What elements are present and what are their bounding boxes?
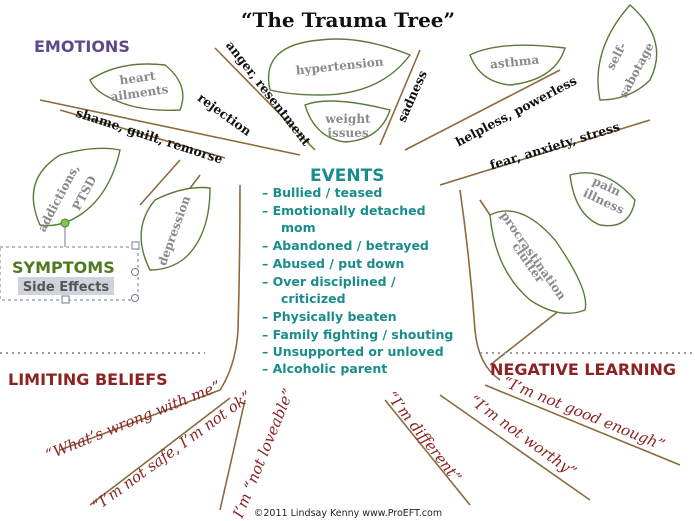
category-negative-learning: NEGATIVE LEARNING <box>490 360 676 379</box>
event-item-1-cont: mom <box>281 220 316 235</box>
event-item-4-cont: criticized <box>281 291 346 306</box>
event-item-0: – Bullied / teased <box>262 185 382 200</box>
diagram-title: “The Trauma Tree” <box>241 8 455 32</box>
event-item-5: – Physically beaten <box>262 309 397 324</box>
branch-line-anger <box>214 47 316 151</box>
leaf-procrastination <box>489 210 587 314</box>
leaf-self-sabotage <box>597 4 658 101</box>
branch-fear-label: fear, anxiety, stress <box>488 119 622 173</box>
branch-sadness-label: sadness <box>394 68 430 124</box>
branch-line-sadness <box>379 49 421 146</box>
root-wrong <box>59 389 221 451</box>
twig-addictions <box>139 159 181 206</box>
belief-whats-wrong: “What’s wrong with me” <box>43 377 223 464</box>
event-item-7: – Unsupported or unloved <box>262 344 444 359</box>
leaf-heart-ailments <box>89 63 184 111</box>
event-item-6: – Family fighting / shouting <box>262 327 453 342</box>
resize-handle-bottom <box>61 295 70 304</box>
rotation-handle <box>60 218 70 228</box>
branch-line-shame <box>59 109 226 159</box>
credit-footer: ©2011 Lindsay Kenny www.ProEFT.com <box>254 508 442 519</box>
leaf-addictions <box>32 147 121 227</box>
root-not-worthy <box>439 394 591 501</box>
root-not-loveable <box>219 399 246 511</box>
side-effects-bg <box>18 277 114 295</box>
category-emotions: EMOTIONS <box>34 37 130 56</box>
category-symptoms: SYMPTOMS <box>12 258 115 277</box>
trunk-left <box>219 184 241 391</box>
root-not-good <box>484 384 681 466</box>
leaf-asthma-label: asthma <box>489 52 540 71</box>
event-item-2: – Abandoned / betrayed <box>262 238 429 253</box>
leaf-depression <box>140 186 211 271</box>
leaf-pain-illness <box>569 172 636 227</box>
leaves <box>32 4 658 314</box>
leaf-hypertension <box>268 38 412 96</box>
tree-trunk <box>39 47 681 511</box>
event-item-1: – Emotionally detached <box>262 203 426 218</box>
category-limiting-beliefs: LIMITING BELIEFS <box>8 370 168 389</box>
trunk-right <box>459 189 501 381</box>
symptoms-group[interactable]: SYMPTOMS Side Effects <box>0 218 140 304</box>
branch-line-helpless <box>404 69 561 151</box>
event-item-3: – Abused / put down <box>262 256 404 271</box>
leaf-heart-label-1: heart <box>119 69 157 88</box>
events-title: EVENTS <box>310 166 384 186</box>
leaf-asthma <box>469 44 566 86</box>
branch-line-rejection <box>39 99 301 156</box>
twig-pain <box>489 309 561 366</box>
side-effects-label: Side Effects <box>23 280 110 295</box>
root-not-safe <box>89 397 231 506</box>
event-item-8: – Alcoholic parent <box>262 361 387 376</box>
branch-rejection-label: rejection <box>195 90 254 139</box>
events-list: – Bullied / teased – Emotionally detache… <box>262 185 453 376</box>
leaf-weight-label-2: issues <box>327 126 368 140</box>
event-item-4: – Over disciplined / <box>262 274 396 289</box>
branch-line-fear <box>439 119 651 186</box>
resize-handle-right <box>131 268 139 276</box>
resize-handle-bottom-right <box>131 294 139 302</box>
root-different <box>384 399 471 506</box>
leaf-weight-label-1: weight <box>324 112 371 126</box>
belief-different: “I’m different” <box>383 388 465 486</box>
resize-handle-top-right <box>131 241 140 250</box>
leaf-weight-issues <box>304 100 391 143</box>
